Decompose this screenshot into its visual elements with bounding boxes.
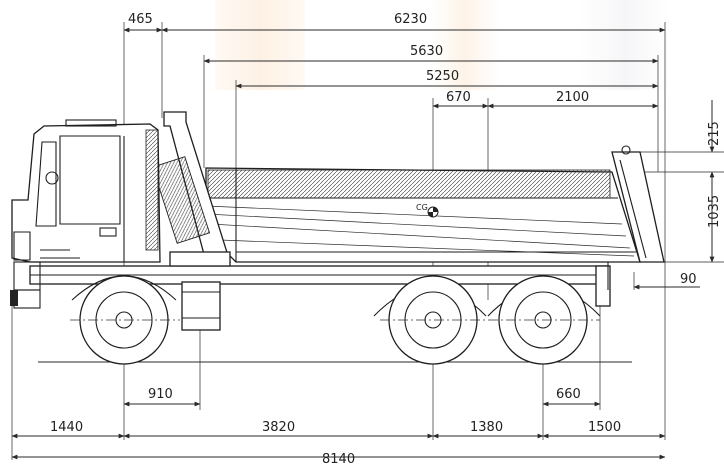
dim-6230: 6230 bbox=[394, 12, 427, 27]
cg-label: CG bbox=[416, 203, 428, 212]
dim-660: 660 bbox=[556, 387, 581, 402]
tipper-body bbox=[205, 145, 665, 290]
dim-2100: 2100 bbox=[556, 90, 589, 105]
watermark-tint-mid bbox=[430, 0, 500, 90]
dim-3820: 3820 bbox=[262, 420, 295, 435]
chassis-frame bbox=[29, 265, 611, 307]
dim-465: 465 bbox=[128, 12, 153, 27]
dimension-labels: 465 6230 5630 5250 670 2100 215 1035 90 … bbox=[50, 12, 722, 464]
cg-marker: CG bbox=[416, 203, 439, 218]
watermark-tint-right bbox=[580, 0, 670, 90]
right-dimension-lines bbox=[633, 100, 724, 290]
dim-90: 90 bbox=[680, 272, 697, 287]
dim-1500: 1500 bbox=[588, 420, 621, 435]
dim-1440: 1440 bbox=[50, 420, 83, 435]
cab bbox=[10, 119, 161, 309]
bottom-dimension-lines bbox=[11, 401, 666, 460]
dim-910: 910 bbox=[148, 387, 173, 402]
dim-1035: 1035 bbox=[707, 195, 722, 228]
dim-5250: 5250 bbox=[426, 69, 459, 84]
top-dimension-lines bbox=[123, 27, 666, 109]
dim-8140: 8140 bbox=[322, 452, 355, 464]
watermark-tint-left bbox=[215, 0, 305, 90]
dim-670: 670 bbox=[446, 90, 471, 105]
dim-215: 215 bbox=[707, 121, 722, 146]
dim-5630: 5630 bbox=[410, 44, 443, 59]
fuel-tank-components bbox=[169, 251, 231, 331]
dim-1380: 1380 bbox=[470, 420, 503, 435]
